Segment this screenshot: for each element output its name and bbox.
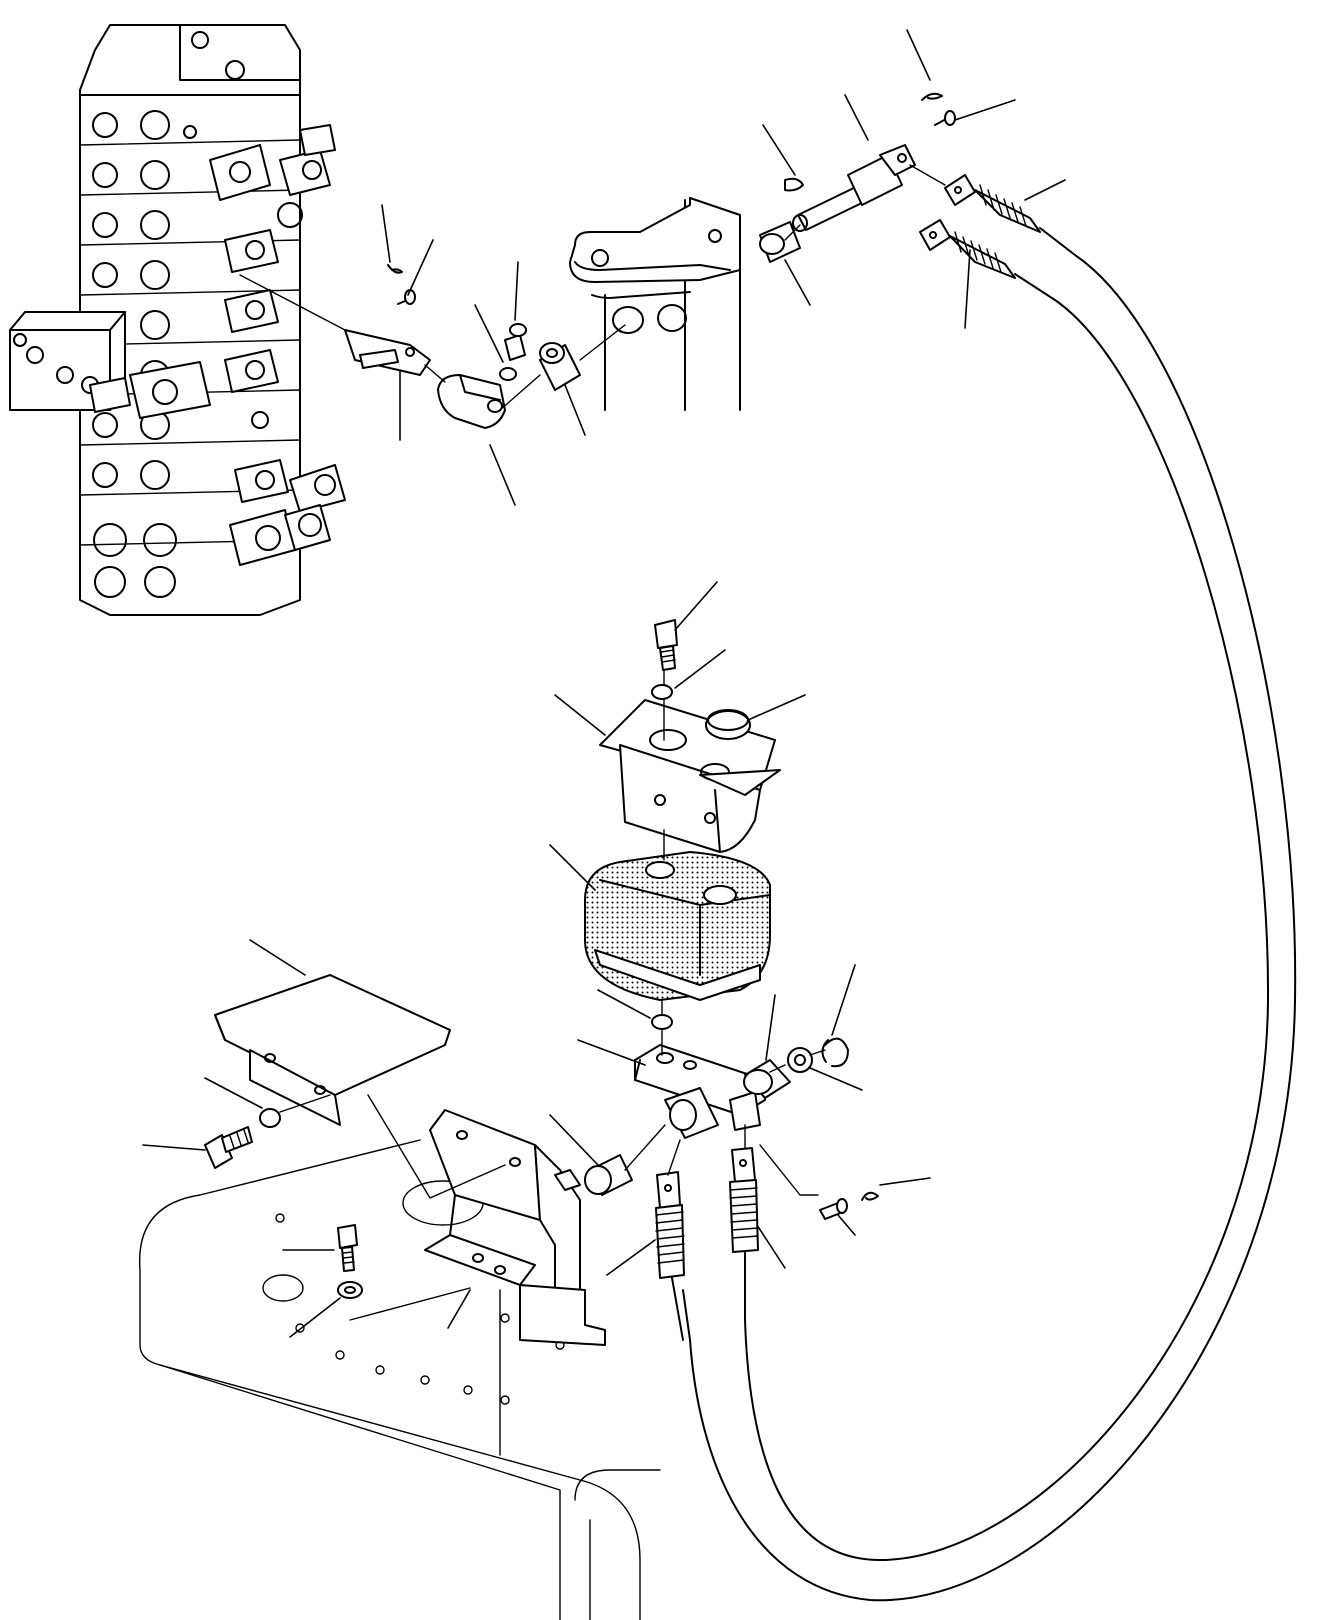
pedal-nut: [651, 1014, 673, 1030]
floor-plate: [138, 1139, 661, 1620]
floor-bolt-and-washer: [337, 1224, 363, 1299]
cable-loops: [682, 254, 1297, 1602]
pedal-bolt: [651, 619, 678, 700]
leader-lines: [142, 29, 1066, 1338]
valve-bracket-frame: [569, 197, 741, 411]
lever-bushing: [743, 1059, 791, 1099]
travel-pedal-bracket: [599, 699, 781, 853]
bushing-left: [539, 342, 581, 391]
mounting-bracket: [424, 1109, 606, 1346]
assembly-lines: [239, 164, 946, 1456]
lever-washer: [787, 1047, 813, 1073]
control-cable-lower: [919, 219, 1056, 301]
floor-cover-plate: [214, 974, 451, 1126]
pin-and-cotter-left: [387, 264, 416, 305]
bushing-right: [759, 221, 801, 263]
bolt-and-washer-clamp: [499, 323, 527, 381]
control-valve-assembly: [9, 24, 346, 616]
pedal-shaft-bushing: [584, 1154, 633, 1196]
pedal-lever: [634, 1044, 766, 1139]
lower-cable-end-left: [655, 1171, 685, 1341]
control-cable-upper: [944, 174, 1076, 256]
lever-arm: [344, 329, 431, 376]
key-clip: [784, 177, 804, 192]
valve-fittings-right: [209, 124, 346, 566]
pivot-shaft: [792, 144, 916, 232]
clamp-block: [437, 374, 506, 429]
pedal-pad: [584, 850, 771, 1002]
pin-and-cotter-right: [921, 92, 956, 126]
snap-ring: [821, 1037, 849, 1068]
rubber-cap: [705, 709, 751, 740]
valve-side-block: [9, 311, 211, 419]
cover-bolt-and-washer: [204, 1108, 281, 1169]
lower-cable-end-right: [729, 1147, 759, 1321]
lower-pin-and-cotter: [819, 1191, 879, 1220]
